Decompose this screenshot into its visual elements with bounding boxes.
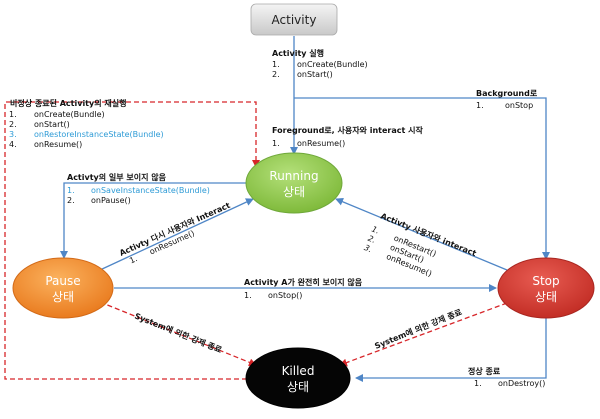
node-pause-line1: Pause [45, 274, 80, 288]
label-partially-hidden-item-2: onPause() [91, 196, 131, 205]
node-pause: Pause 상태 [12, 257, 114, 319]
node-running-line2: 상태 [283, 185, 305, 199]
node-pause-line2: 상태 [52, 290, 74, 304]
label-background-num-1: 1. [476, 101, 484, 110]
label-foreground-title: Foreground로, 사용자와 interact 시작 [272, 125, 423, 135]
label-partially-hidden-num-2: 2. [67, 196, 75, 205]
node-killed-line2: 상태 [287, 380, 309, 394]
label-restart-item-4: onResume() [34, 140, 82, 149]
label-normal-end-item-1: onDestroy() [498, 379, 545, 388]
label-background-item-1: onStop [505, 101, 533, 110]
label-stop-to-running-num-1: 1. [370, 225, 380, 236]
node-activity: Activity [250, 3, 338, 36]
node-stop: Stop 상태 [497, 257, 595, 319]
label-activity-start-title: Activity 실행 [272, 48, 324, 58]
arrow-stop-to-running [335, 197, 508, 271]
label-partially-hidden-num-1: 1. [67, 186, 75, 195]
node-killed-line1: Killed [282, 364, 315, 378]
label-pause-to-running-title: Activty 다시 사용자와 Interact [118, 200, 232, 258]
arrow-stop-to-killed-forced [339, 302, 508, 367]
label-restart: 비정상 종료된 Activity의 재실행 1. onCreate(Bundle… [9, 98, 164, 149]
label-stop-to-running-num-3: 3. [363, 243, 373, 254]
node-stop-line2: 상태 [535, 290, 557, 304]
label-restart-title: 비정상 종료된 Activity의 재실행 [10, 98, 126, 108]
arrow-running-to-pause [60, 182, 247, 259]
label-pause-to-stop-title: Activity A가 완전히 보이지 않음 [244, 277, 363, 287]
label-pause-to-stop: Activity A가 완전히 보이지 않음 1. onStop() [244, 277, 363, 300]
label-pause-to-stop-item-1: onStop() [268, 291, 302, 300]
node-running-line1: Running [269, 169, 318, 183]
node-stop-line1: Stop [532, 274, 559, 288]
node-killed: Killed 상태 [245, 347, 351, 409]
arrow-stop-to-killed [355, 316, 547, 382]
label-normal-end-title: 정상 종료 [468, 366, 501, 376]
label-stop-to-running-num-2: 2. [367, 234, 377, 245]
label-partially-hidden-title: Activty의 일부 보이지 않음 [67, 172, 167, 182]
label-partially-hidden: Activty의 일부 보이지 않음 1. onSaveInstanceStat… [67, 172, 210, 205]
label-activity-start-item-1: onCreate(Bundle) [297, 60, 368, 69]
label-restart-item-1: onCreate(Bundle) [34, 110, 105, 119]
label-pause-killed: System에 의한 강제 종료 [133, 311, 224, 355]
label-activity-start: Activity 실행 1. onCreate(Bundle) 2. onSta… [272, 48, 368, 79]
label-foreground: Foreground로, 사용자와 interact 시작 1. onResum… [272, 125, 423, 148]
label-restart-num-1: 1. [9, 110, 17, 119]
label-pause-to-running-num-1: 1. [128, 254, 139, 265]
label-stop-killed: System에 의한 강제 종료 [373, 306, 464, 350]
label-pause-killed-title: System에 의한 강제 종료 [133, 311, 224, 355]
label-activity-start-num-2: 2. [272, 70, 280, 79]
label-activity-start-num-1: 1. [272, 60, 280, 69]
arrow-running-to-stop [294, 97, 550, 260]
arrow-pause-to-killed [99, 301, 257, 367]
label-foreground-num-1: 1. [272, 139, 280, 148]
label-restart-num-2: 2. [9, 120, 17, 129]
arrows-red [4, 101, 508, 380]
label-foreground-item-1: onResume() [297, 139, 345, 148]
label-restart-item-3: onRestoreInstanceState(Bundle) [34, 130, 164, 139]
label-background: Background로 1. onStop [476, 89, 538, 110]
arrow-killed-restart [4, 101, 260, 380]
label-normal-end-num-1: 1. [474, 379, 482, 388]
label-stop-killed-title: System에 의한 강제 종료 [373, 306, 464, 350]
node-running: Running 상태 [245, 152, 343, 214]
label-restart-item-2: onStart() [34, 120, 70, 129]
label-normal-end: 정상 종료 1. onDestroy() [468, 366, 545, 388]
label-restart-num-4: 4. [9, 140, 17, 149]
label-pause-to-stop-num-1: 1. [244, 291, 252, 300]
arrow-pause-to-running [99, 198, 254, 271]
node-activity-label: Activity [272, 13, 317, 27]
label-activity-start-item-2: onStart() [297, 70, 333, 79]
arrows-blue [60, 36, 550, 382]
label-restart-num-3: 3. [9, 130, 17, 139]
label-partially-hidden-item-1: onSaveInstanceState(Bundle) [91, 186, 210, 195]
label-background-title: Background로 [476, 89, 538, 98]
